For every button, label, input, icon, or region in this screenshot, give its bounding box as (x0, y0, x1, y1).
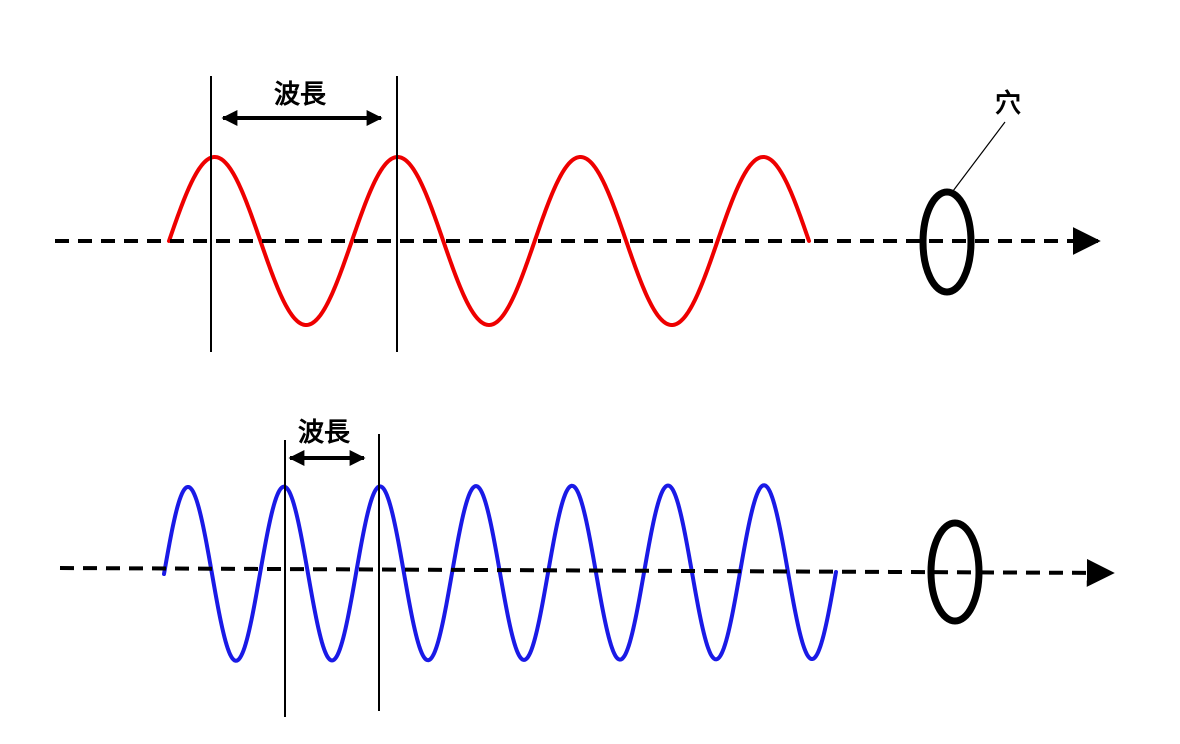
bottom-propagation-axis (59, 558, 1115, 587)
hole-label: 穴 (995, 89, 1021, 119)
long-wavelength-wave (167, 154, 811, 328)
short-wavelength-wave (162, 483, 838, 663)
bottom-panel: 波長 (59, 418, 1115, 717)
bottom-hole (927, 519, 983, 625)
top-panel: 波長 穴 (55, 76, 1101, 352)
top-wavelength-label: 波長 (274, 80, 327, 110)
hole-leader-line (952, 121, 1006, 192)
top-hole (919, 188, 975, 296)
bottom-wavelength-label: 波長 (298, 418, 351, 448)
